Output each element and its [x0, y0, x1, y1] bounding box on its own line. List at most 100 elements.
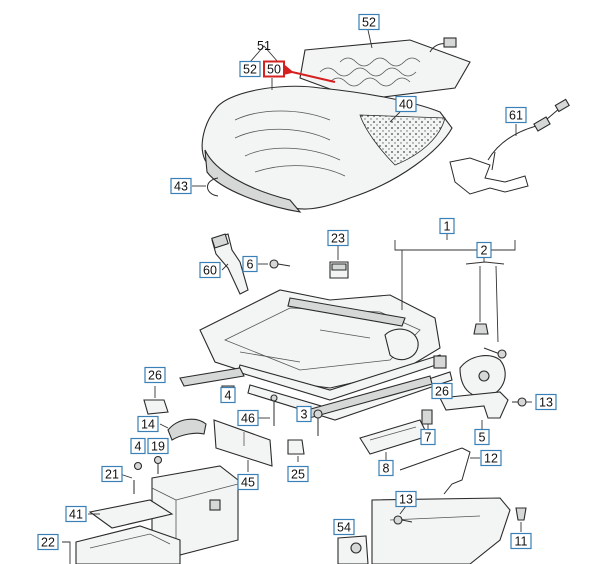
callout-26[interactable]: 26: [431, 382, 453, 400]
screw-4b[interactable]: [133, 461, 143, 471]
callout-box: [137, 415, 159, 433]
callout-box: [220, 386, 236, 404]
callout-box: [296, 405, 312, 423]
callout-6[interactable]: 6: [242, 255, 258, 273]
callout-number: 3: [301, 408, 308, 422]
callout-number: 4: [135, 440, 142, 454]
callout-number: 52: [362, 16, 376, 30]
label-51: 51: [257, 39, 271, 53]
callout-box: [144, 366, 166, 384]
callout-number: 26: [435, 385, 449, 399]
callout-box: [378, 459, 394, 477]
seat-cushion[interactable]: [201, 85, 453, 213]
callout-52[interactable]: 52: [239, 60, 261, 78]
callout-box: [439, 217, 455, 235]
callout-box: [431, 382, 453, 400]
bolt-13-lower[interactable]: [393, 515, 413, 525]
callout-number: 22: [41, 536, 55, 550]
cover-45[interactable]: [213, 419, 273, 467]
bolt-3[interactable]: [313, 409, 323, 436]
bracket-5[interactable]: [439, 355, 509, 419]
callout-box: [263, 60, 285, 78]
seat-belt-buckle[interactable]: [211, 233, 249, 295]
callout-8[interactable]: 8: [378, 459, 394, 477]
callout-22[interactable]: 22: [37, 533, 59, 551]
clip-11[interactable]: [515, 507, 527, 521]
callout-number: 46: [241, 412, 255, 426]
screw-19[interactable]: [153, 455, 163, 475]
callout-box: [170, 177, 192, 195]
callout-number: 45: [241, 476, 255, 490]
callout-7[interactable]: 7: [420, 428, 436, 446]
callout-50[interactable]: 50: [263, 60, 285, 78]
nut-2[interactable]: [473, 323, 489, 335]
cover-7[interactable]: [421, 409, 433, 425]
callout-13[interactable]: 13: [535, 393, 557, 411]
callout-54[interactable]: 54: [333, 518, 355, 536]
rail-26[interactable]: [143, 399, 169, 415]
seat-heating-mat[interactable]: [299, 37, 471, 101]
clip-43[interactable]: [207, 177, 219, 197]
wiring-harness[interactable]: [449, 98, 570, 195]
side-panel[interactable]: [371, 497, 511, 564]
callout-41[interactable]: 41: [65, 505, 87, 523]
callout-number: 1: [444, 220, 451, 234]
callout-box: [535, 393, 557, 411]
callout-number: 60: [203, 264, 217, 278]
callout-box: [395, 95, 417, 113]
callout-61[interactable]: 61: [505, 106, 527, 124]
stud-46[interactable]: [270, 394, 278, 426]
callout-box: [480, 449, 502, 467]
callout-number: 5: [479, 431, 486, 445]
callout-1[interactable]: 1: [439, 217, 455, 235]
callout-23[interactable]: 23: [327, 229, 349, 247]
clip-23[interactable]: [329, 261, 349, 279]
bolt-6[interactable]: [269, 259, 291, 269]
callout-43[interactable]: 43: [170, 177, 192, 195]
callout-number: 41: [69, 508, 83, 522]
callout-number: 14: [141, 418, 155, 432]
callout-number: 21: [105, 468, 119, 482]
callout-box: [130, 437, 146, 455]
callout-60[interactable]: 60: [199, 261, 221, 279]
callout-26[interactable]: 26: [144, 366, 166, 384]
callout-number: 23: [331, 232, 345, 246]
callout-4[interactable]: 4: [220, 386, 236, 404]
trim-8[interactable]: [359, 419, 429, 455]
callout-box: [420, 428, 436, 446]
bolt-13[interactable]: [512, 397, 527, 407]
handle-14[interactable]: [167, 418, 207, 441]
clip-25[interactable]: [287, 439, 305, 455]
callout-box: [510, 532, 532, 550]
callout-number: 26: [148, 369, 162, 383]
callout-number: 8: [383, 462, 390, 476]
callout-3[interactable]: 3: [296, 405, 312, 423]
callout-45[interactable]: 45: [237, 473, 259, 491]
callout-19[interactable]: 19: [147, 437, 169, 455]
callout-5[interactable]: 5: [474, 428, 490, 446]
callout-box: [395, 490, 417, 508]
screw-2[interactable]: [483, 347, 507, 359]
callout-number: 13: [399, 493, 413, 507]
callout-12[interactable]: 12: [480, 449, 502, 467]
callout-2[interactable]: 2: [476, 241, 492, 259]
callout-box: [239, 60, 261, 78]
switch-54[interactable]: [337, 535, 369, 564]
callout-11[interactable]: 11: [510, 532, 532, 550]
storage-tray[interactable]: [75, 499, 181, 564]
callout-13[interactable]: 13: [395, 490, 417, 508]
callout-52[interactable]: 52: [358, 13, 380, 31]
callout-14[interactable]: 14: [137, 415, 159, 433]
callout-number: 50: [267, 63, 281, 77]
callout-box: [358, 13, 380, 31]
callout-box: [37, 533, 59, 551]
callout-number: 40: [399, 98, 413, 112]
callout-box: [476, 241, 492, 259]
callout-46[interactable]: 46: [237, 409, 259, 427]
callout-21[interactable]: 21: [101, 465, 123, 483]
cap-26[interactable]: [433, 355, 447, 369]
callout-40[interactable]: 40: [395, 95, 417, 113]
callout-4[interactable]: 4: [130, 437, 146, 455]
callout-25[interactable]: 25: [287, 465, 309, 483]
callout-box: [327, 229, 349, 247]
